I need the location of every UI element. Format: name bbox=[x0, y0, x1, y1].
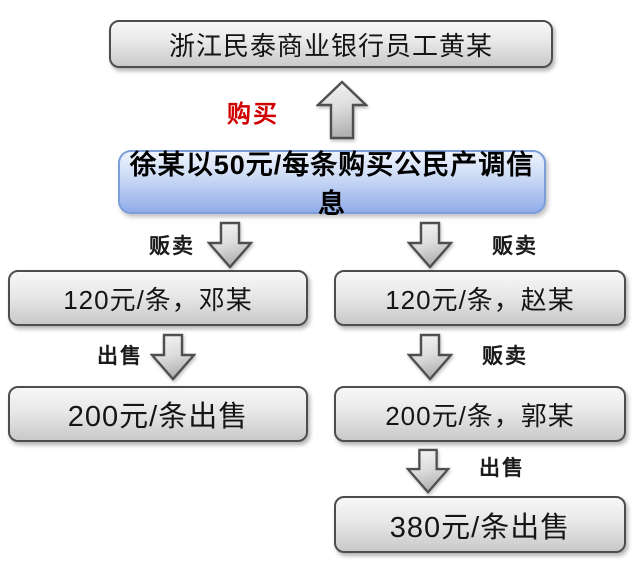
down-arrow-icon bbox=[407, 221, 453, 269]
edge-label-buy: 购买 bbox=[227, 100, 279, 128]
node-left-deng: 120元/条，邓某 bbox=[8, 270, 308, 326]
edge-label-right-sell2: 贩卖 bbox=[482, 345, 528, 368]
down-arrow-icon bbox=[150, 333, 196, 381]
node-source-xu: 徐某以50元/每条购买公民产调信息 bbox=[118, 150, 546, 219]
edge-label-right-sell1: 贩卖 bbox=[492, 235, 538, 258]
edge-label-left-sell2: 出售 bbox=[97, 345, 143, 368]
node-right-guo: 200元/条，郭某 bbox=[334, 386, 626, 442]
down-arrow-icon bbox=[407, 333, 453, 381]
node-right-sale-380: 380元/条出售 bbox=[334, 496, 626, 553]
down-arrow-icon bbox=[405, 448, 451, 494]
down-arrow-icon bbox=[207, 221, 253, 269]
edge-label-right-sell3: 出售 bbox=[479, 457, 525, 480]
node-bank-employee: 浙江民泰商业银行员工黄某 bbox=[109, 20, 553, 68]
up-arrow-icon bbox=[316, 80, 368, 140]
node-left-sale-200: 200元/条出售 bbox=[8, 386, 308, 442]
edge-label-left-sell1: 贩卖 bbox=[149, 235, 195, 258]
node-right-zhao: 120元/条，赵某 bbox=[334, 270, 626, 326]
